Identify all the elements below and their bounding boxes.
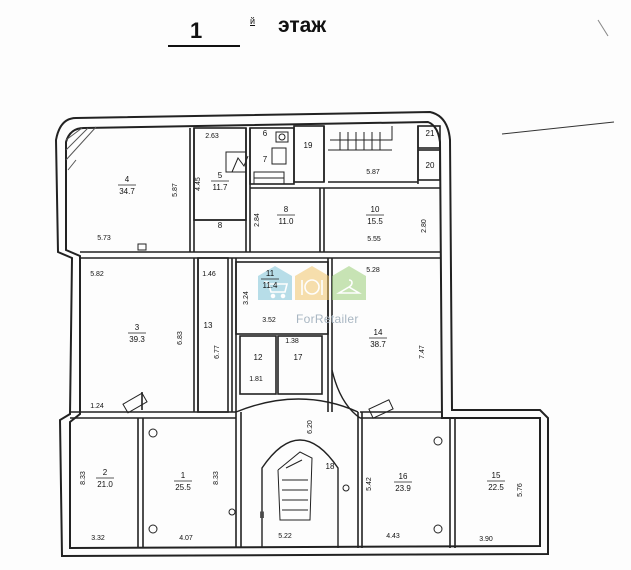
room-area: 23.9 xyxy=(395,484,411,493)
room-number: 19 xyxy=(304,141,313,150)
dimension-label: 1.38 xyxy=(285,338,299,345)
room-number: 21 xyxy=(426,129,435,138)
stair-mark: II xyxy=(259,510,264,520)
dimension-label: 2.84 xyxy=(254,213,261,227)
room-area: 25.5 xyxy=(175,483,191,492)
room-number: 18 xyxy=(326,462,335,471)
room-number: 15 xyxy=(492,471,501,480)
room-number: 14 xyxy=(374,328,383,337)
dimension-label: 2.80 xyxy=(421,219,428,233)
room-number: 16 xyxy=(399,472,408,481)
dimension-label: 8.33 xyxy=(80,471,87,485)
room-number: 7 xyxy=(263,155,268,164)
dimension-label: 3.52 xyxy=(262,317,276,324)
dimension-label: 5.87 xyxy=(172,183,179,197)
dimension-label: 4.43 xyxy=(386,533,400,540)
room-number: 6 xyxy=(263,129,268,138)
dimension-label: 5.73 xyxy=(97,235,111,242)
watermark-food-tile xyxy=(295,266,329,300)
room-number: 13 xyxy=(204,321,213,330)
dimension-label: 3.24 xyxy=(243,291,250,305)
room-number: 11 xyxy=(266,269,275,278)
room-number: 12 xyxy=(254,353,263,362)
dimension-label: 3.90 xyxy=(479,536,493,543)
dimension-label: 7.47 xyxy=(419,345,426,359)
room-number: 20 xyxy=(426,161,435,170)
dimension-label: 5.87 xyxy=(366,169,380,176)
dimension-label: 4.45 xyxy=(195,177,202,191)
dimension-label: 6.20 xyxy=(307,420,314,434)
dimension-label: 8.33 xyxy=(213,471,220,485)
dimension-label: 5.42 xyxy=(366,477,373,491)
title-underline xyxy=(168,45,240,47)
room-number: 5 xyxy=(218,171,223,180)
room-area: 11.0 xyxy=(279,217,295,226)
room-number: 1 xyxy=(181,471,186,480)
floor-number: 1 xyxy=(190,18,203,43)
interior-walls xyxy=(70,125,456,548)
dimension-label: 1.81 xyxy=(249,376,263,383)
watermark-logo xyxy=(258,266,366,300)
dimension-label: 1.24 xyxy=(90,403,104,410)
room-area: 11.4 xyxy=(263,281,279,290)
dimension-label: 4.07 xyxy=(179,535,193,542)
room-area: 39.3 xyxy=(129,335,145,344)
watermark-hanger-tile xyxy=(332,266,366,300)
dimension-label: 6.83 xyxy=(177,331,184,345)
dimension-label: 1.46 xyxy=(202,271,216,278)
dimension-labels: 2.63 4.45 5.87 5.73 5.87 2.84 5.55 2.80 5.82 1.46… xyxy=(80,133,524,543)
dimension-label: 5.22 xyxy=(278,533,292,540)
room-area: 34.7 xyxy=(119,187,135,196)
dimension-label: 2.63 xyxy=(205,133,219,140)
room-area: 38.7 xyxy=(370,340,386,349)
corridor-arcs xyxy=(235,369,361,548)
stairs xyxy=(277,126,393,521)
room-number: 10 xyxy=(371,205,380,214)
floor-word: этаж xyxy=(278,14,327,37)
room-area: 15.5 xyxy=(367,217,383,226)
dimension-label: 5.82 xyxy=(90,271,104,278)
floor-suffix: й xyxy=(250,16,256,26)
room-number: 8 xyxy=(284,205,289,214)
room-area: 11.7 xyxy=(213,183,229,192)
room-number: 4 xyxy=(125,175,130,184)
room-number: 3 xyxy=(135,323,140,332)
dimension-label: 6.77 xyxy=(214,345,221,359)
dimension-label: 5.28 xyxy=(366,267,380,274)
wall-hatching xyxy=(65,126,97,171)
dimension-label: 5.76 xyxy=(517,483,524,497)
room-number: 17 xyxy=(294,353,303,362)
room-labels: 1 25.5 2 21.0 3 39.3 4 34.7 5 11.7 6 7 8 8 11.0 10 15.5 1… xyxy=(96,129,505,493)
dimension-label: 3.32 xyxy=(91,535,105,542)
room-number: 8 xyxy=(218,221,223,230)
fixtures xyxy=(122,131,443,534)
stray-line xyxy=(501,121,615,135)
stray-mark xyxy=(597,19,609,37)
room-number: 2 xyxy=(103,468,108,477)
dimension-label: 5.55 xyxy=(367,236,381,243)
watermark-text: ForRetailer xyxy=(296,312,359,326)
room-area: 21.0 xyxy=(97,480,113,489)
room-area: 22.5 xyxy=(488,483,504,492)
